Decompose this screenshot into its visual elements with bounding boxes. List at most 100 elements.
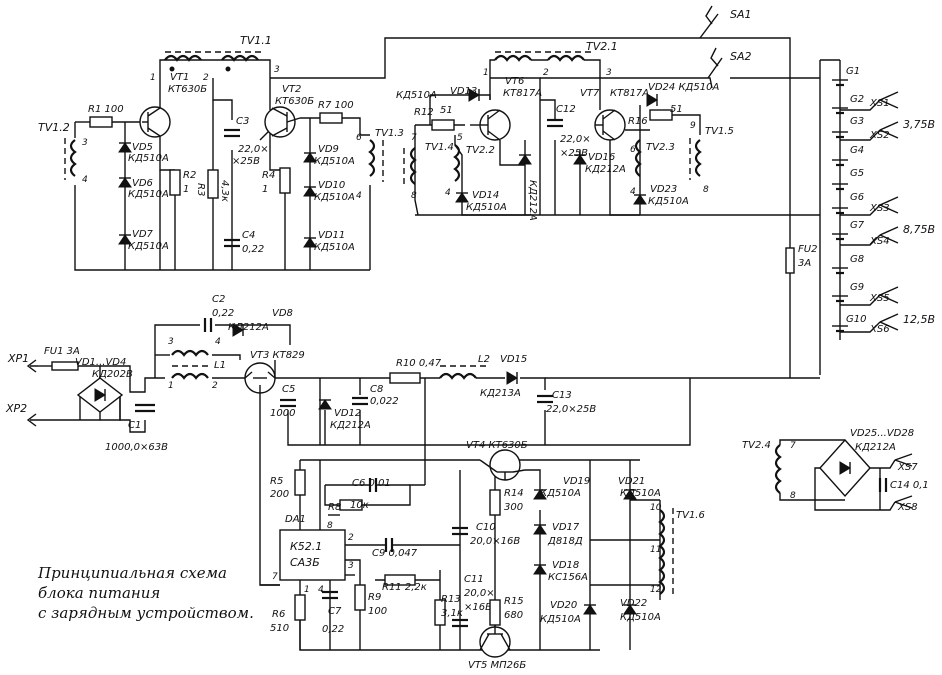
voltage-875: 8,75В: [903, 223, 935, 236]
pin-9-tv1-5: 9: [690, 121, 696, 131]
label-tv1-1: TV1.1: [240, 34, 272, 47]
pin-3-tv1-1: 3: [274, 65, 280, 75]
resistor-r3: [207, 169, 219, 199]
value-r12: 51: [440, 105, 453, 116]
socket-xs4: [879, 226, 899, 244]
capacitor-c14: [878, 468, 888, 510]
transistor-vt5: [479, 625, 511, 658]
pin-12-tv1-6: 12: [650, 585, 662, 595]
label-vd18: VD18: [552, 560, 579, 571]
label-vd13: VD13: [450, 86, 477, 97]
label-r13: R13: [441, 594, 461, 605]
type-vt6: КТ817А: [503, 88, 542, 99]
label-xs6: XS6: [869, 324, 890, 335]
pin-8-da1: 8: [327, 521, 333, 531]
socket-xs8: [894, 495, 913, 509]
ic-da1: [279, 529, 346, 581]
zener-vd17: [533, 524, 547, 535]
label-g3: G3: [850, 116, 864, 127]
type-vd19: КД510А: [540, 488, 581, 499]
transistor-vt4: [479, 449, 526, 481]
label-vd22: VD22: [620, 598, 647, 609]
socket-xs7: [894, 453, 913, 467]
label-vd15: VD15: [500, 354, 527, 365]
label-r4: R4: [262, 170, 275, 181]
label-tv1-6: TV1.6: [676, 510, 705, 521]
value-r3: 4,3к: [219, 180, 230, 202]
switch-sa2: [707, 47, 723, 79]
value-fu2: 3А: [798, 258, 811, 269]
value-r9: 100: [368, 606, 387, 617]
resistor-r12: [431, 119, 455, 131]
pin-1-tv1-1: 1: [150, 73, 156, 83]
type-vd17: Д818Д: [547, 536, 583, 547]
label-r12: R12: [414, 107, 434, 118]
capacitor-c11: [452, 618, 468, 628]
label-vd10: VD10: [318, 180, 345, 191]
transformer-tv1-4-winding: [403, 147, 417, 188]
label-c3: C3: [236, 116, 249, 127]
caption-line-1: Принципиальная схема: [37, 564, 227, 582]
type-kd212a: КД212А: [527, 180, 538, 221]
label-vt4: VT4 КТ630Б: [466, 440, 528, 451]
label-xs7: XS7: [897, 462, 918, 473]
label-r2: R2: [183, 170, 196, 181]
label-r6: R6: [272, 609, 285, 620]
diode-vd15: [506, 371, 518, 385]
label-tv1-3: TV1.3: [375, 128, 404, 139]
transformer-tv1-1-winding: [164, 51, 265, 72]
label-vd17: VD17: [552, 522, 580, 533]
resistor-r2: [169, 169, 181, 196]
label-tv2-1: TV2.1: [586, 40, 618, 53]
label-l2: L2: [478, 354, 490, 365]
label-r8: R8: [328, 502, 341, 513]
label-r3: R3: [195, 183, 206, 196]
label-xs1: XS1: [869, 98, 890, 109]
pin-3-tv1-2: 3: [82, 138, 88, 148]
capacitor-c13: [537, 394, 553, 404]
caption-line-2: блока питания: [38, 584, 160, 602]
value2-c12: ×25В: [560, 148, 588, 159]
label-c6: C6 0,01: [352, 478, 391, 489]
capacitor-c6: [325, 478, 410, 492]
type-vd25-vd28: КД212А: [855, 442, 896, 453]
value-r4: 1: [262, 184, 268, 195]
label-c13: C13: [552, 390, 572, 401]
value-r5: 200: [270, 489, 289, 500]
label-tv2-2: TV2.2: [466, 145, 495, 156]
type-vd21: КД510А: [620, 488, 661, 499]
resistor-r9: [354, 584, 366, 611]
socket-xs6: [879, 313, 899, 331]
label-c7: C7: [328, 606, 342, 617]
pin-7-tv2-4: 7: [790, 441, 796, 451]
type-vd10: КД510А: [314, 192, 355, 203]
label-r15: R15: [504, 596, 524, 607]
label-fu2: FU2: [798, 244, 817, 255]
diode-bridge-vd25-vd28: [814, 438, 896, 511]
label-tv1-4: TV1.4: [425, 142, 454, 153]
label-c14: C14 0,1: [890, 480, 929, 491]
label-vd1-vd4: VD1...VD4: [75, 357, 126, 368]
pin-2-tv1-1: 2: [203, 73, 209, 83]
pin-4-tv2-2: 4: [445, 188, 451, 198]
inductor-l1: [171, 349, 212, 380]
type1-da1: К52.1: [290, 540, 322, 553]
value2-c3: ×25В: [232, 156, 260, 167]
value2-c11: ×16В: [464, 602, 492, 613]
pin-4-l1: 4: [215, 337, 221, 347]
resistor-r16: [649, 109, 673, 121]
value-r16: 51: [670, 104, 683, 115]
transformer-tv2-2-winding: [453, 144, 461, 182]
pin-8-tv1-5: 8: [703, 185, 709, 195]
diode-vd20: [583, 604, 597, 615]
label-vt1: VT1: [170, 72, 189, 83]
label-c5: C5: [282, 384, 295, 395]
pin-4-tv2-3: 4: [630, 187, 636, 197]
label-r16: R16: [628, 116, 648, 127]
type-vd14: КД510А: [466, 202, 507, 213]
label-c1: C1: [128, 420, 141, 431]
label-vt3: VT3 КТ829: [250, 350, 305, 361]
transistor-vt7: [594, 109, 626, 141]
capacitor-c10: [452, 526, 468, 536]
socket-xs2: [879, 121, 899, 139]
